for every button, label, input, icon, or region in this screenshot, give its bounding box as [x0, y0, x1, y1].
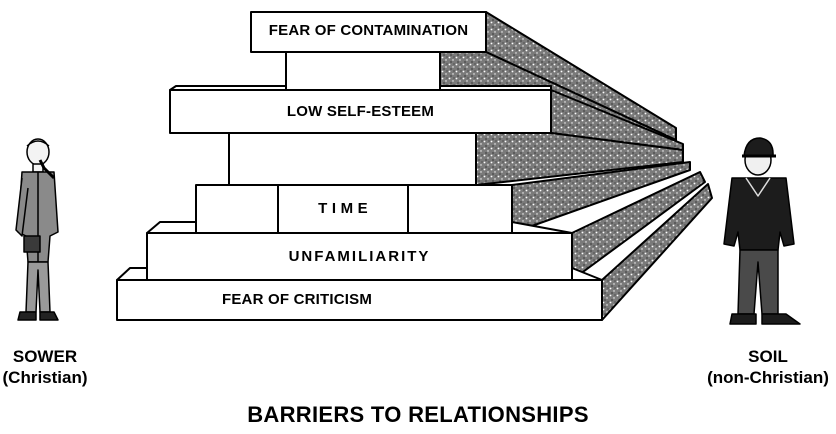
label-low-self-esteem: LOW SELF-ESTEEM — [286, 103, 435, 120]
label-fear-of-contamination: FEAR OF CONTAMINATION — [268, 22, 469, 39]
soil-label-subtitle: (non-Christian) — [707, 368, 829, 387]
barrier-wall — [116, 11, 713, 321]
block-front-unfamiliarity — [146, 232, 573, 281]
soil-figure — [723, 137, 801, 325]
sower-label: SOWER (Christian) — [0, 346, 90, 388]
sower-label-title: SOWER — [12, 347, 78, 366]
label-time: T I M E — [318, 200, 368, 217]
soil-label: SOIL (non-Christian) — [700, 346, 836, 388]
block-front-middle-spacer — [228, 132, 477, 186]
label-fear-of-criticism: FEAR OF CRITICISM — [221, 291, 373, 308]
sower-label-subtitle: (Christian) — [2, 368, 88, 387]
diagram-caption: BARRIERS TO RELATIONSHIPS — [247, 402, 589, 427]
soil-label-title: SOIL — [748, 347, 788, 366]
block-front-fear-of-contamination — [250, 11, 487, 53]
sower-figure — [15, 138, 59, 321]
label-unfamiliarity: UNFAMILIARITY — [288, 248, 431, 265]
block-front-low-self-esteem — [169, 89, 552, 134]
block-front-top-spacer — [285, 51, 441, 91]
block-front-fear-of-criticism — [116, 279, 603, 321]
